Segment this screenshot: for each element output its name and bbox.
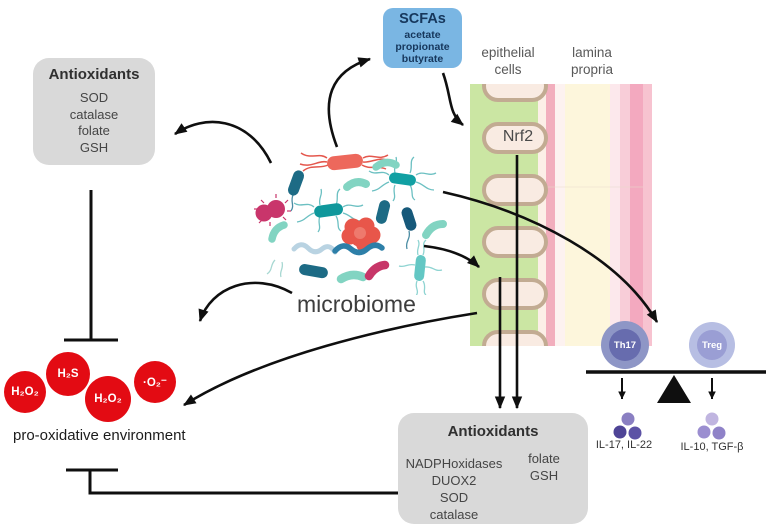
lamina-pink-band-3 [630,84,643,346]
treg-cell-label: Treg [697,330,727,360]
scfa-item: butyrate [401,53,444,65]
pro-oxidative-label: pro-oxidative environment [13,427,186,444]
lamina-propria-label-line1: lamina [572,45,612,60]
arrow-microbiome-to-scfas [327,57,372,148]
antioxidant-item: DUOX2 [431,473,477,488]
bacteria-illustration [254,152,447,295]
dark-rod-bacteria [287,170,417,279]
curved-rod-bacteria [268,158,447,284]
il10-tgfb-label: IL-10, TGF-β [680,441,744,453]
ros-molecule: H₂S [46,352,90,396]
light-teal-flagellated-rod [398,239,443,295]
arrow-scfas-to-nrf2 [441,72,464,127]
epithelial-cells-label: epithelial cells [468,44,548,78]
lamina-propria-label: lamina propria [556,44,628,78]
th17-cell-label: Th17 [609,329,641,361]
ros-molecule: ·O₂⁻ [134,361,176,403]
il17-il22-label: IL-17, IL-22 [595,439,653,451]
lamina-propria-band [565,84,610,346]
cytokine-dots-th17 [613,412,642,440]
antioxidant-item: SOD [439,490,469,505]
antioxidants-top-items: SOD catalase folate GSH [33,90,155,156]
antioxidant-item: folate [528,451,560,466]
arrow-epithelium-to-prooxidative [183,311,478,407]
scfas-items: acetate propionate butyrate [383,29,462,65]
antioxidant-item: folate [78,123,110,138]
scfas-box: SCFAs acetate propionate butyrate [383,8,462,68]
lamina-pink-band-4 [643,84,652,346]
antioxidants-bottom-col1: NADPHoxidases DUOX2 SOD catalase [398,455,510,523]
antioxidants-bottom-box: Antioxidants NADPHoxidases DUOX2 SOD cat… [398,413,588,524]
gut-tissue-illustration [470,84,652,346]
ros-molecule: H₂O₂ [4,371,46,413]
inhibition-antioxidants-bottom-to-prooxidative [66,468,398,495]
teal-flagellated-bacteria [293,156,437,233]
nrf2-label: Nrf2 [502,128,534,145]
lamina-pink-band-1 [610,84,620,346]
cocci-pair [254,194,291,226]
antioxidant-item: GSH [529,468,559,483]
scfas-title: SCFAs [399,11,446,27]
blue-spirillum [332,242,385,256]
lamina-pink-band-2 [620,84,630,346]
ros-molecule: H₂O₂ [85,376,131,422]
lamina-propria-label-line2: propria [570,62,614,77]
lamina-pale-band [555,84,565,346]
epithelial-cells-label-line2: cells [494,62,522,77]
antioxidants-top-box: Antioxidants SOD catalase folate GSH [33,58,155,165]
scfa-item: acetate [404,29,441,41]
th17-cell: Th17 [601,321,649,369]
inhibition-antioxidants-top-to-prooxidative [64,190,118,342]
epithelial-cells-label-line1: epithelial [481,45,535,60]
antioxidant-item: NADPHoxidases [405,456,503,471]
loose-flagella [266,259,284,278]
cytokine-dots-treg [697,412,726,440]
basement-membrane-stripe [546,84,555,346]
microbiome-label: microbiome [297,291,416,317]
antioxidant-item: catalase [429,507,479,522]
antioxidants-bottom-col2: folate GSH [508,450,580,484]
scfa-item: propionate [395,41,450,53]
pale-spirillum [291,242,338,255]
red-bacillus [299,152,390,172]
treg-cell: Treg [689,322,735,368]
balance-fulcrum [657,375,691,403]
antioxidants-bottom-title: Antioxidants [447,423,539,440]
antioxidant-item: catalase [69,106,119,122]
antioxidant-item: GSH [79,139,109,155]
antioxidants-top-title: Antioxidants [48,66,140,83]
crimson-curved-rod [364,260,390,281]
antioxidant-item: SOD [79,90,109,105]
